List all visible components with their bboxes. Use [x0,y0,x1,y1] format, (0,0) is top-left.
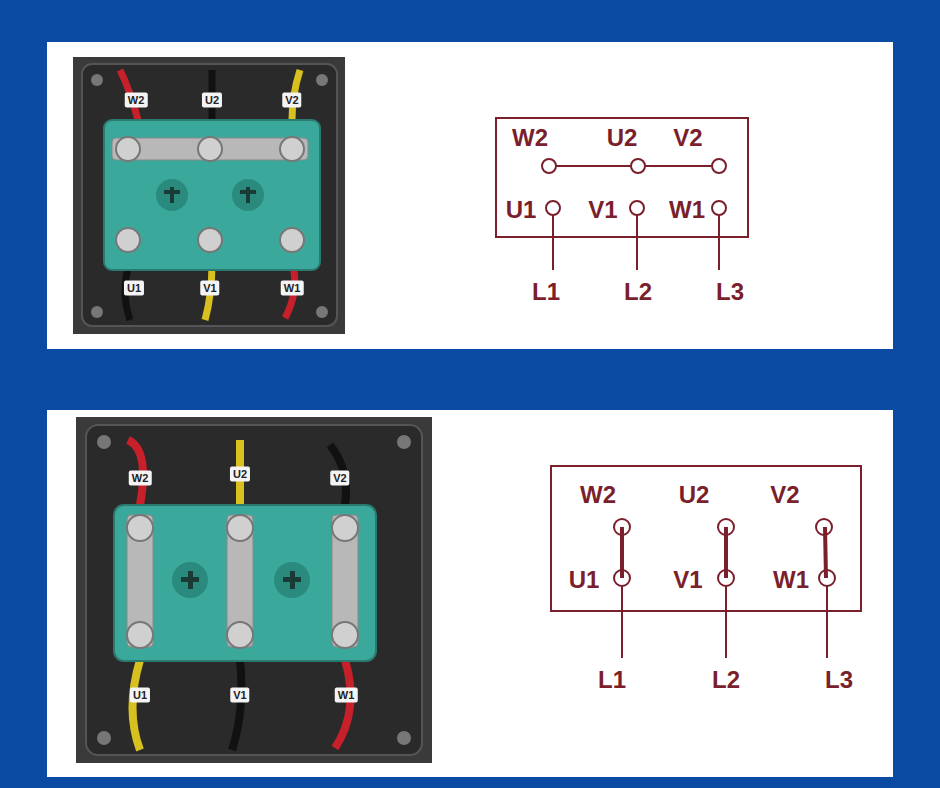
line-label: L1 [598,668,626,692]
terminal-label: V1 [673,568,702,592]
terminal-label: U1 [569,568,600,592]
wire-tag: U1 [130,688,150,703]
terminal-label: V2 [673,126,702,150]
terminal-label: V1 [588,198,617,222]
line-label: L2 [624,280,652,304]
line-label: L3 [716,280,744,304]
terminal-label: W2 [512,126,548,150]
wire-tag: U2 [230,467,250,482]
wire-tag: W2 [129,471,152,486]
terminal-label: W1 [773,568,809,592]
delta-schematic [551,466,861,658]
terminal-box-photo [76,417,432,763]
wire-tag: W2 [125,93,148,108]
terminal-label: U2 [679,483,710,507]
terminal-box-photo [73,57,345,334]
wire-tag: V2 [330,471,349,486]
wire-tag: U1 [124,281,144,296]
line-label: L3 [825,668,853,692]
terminal-label: W2 [580,483,616,507]
line-label: L1 [532,280,560,304]
star-schematic [496,118,748,270]
terminal-label: U2 [607,126,638,150]
wire-tag: U2 [202,93,222,108]
panel [47,410,893,777]
wire-tag: W1 [281,281,304,296]
wire-tag: V1 [230,688,249,703]
panel [47,42,893,349]
line-label: L2 [712,668,740,692]
wire-tag: V1 [200,281,219,296]
terminal-label: V2 [770,483,799,507]
terminal-label: W1 [669,198,705,222]
terminal-label: U1 [506,198,537,222]
wire-tag: V2 [282,93,301,108]
wire-tag: W1 [335,688,358,703]
